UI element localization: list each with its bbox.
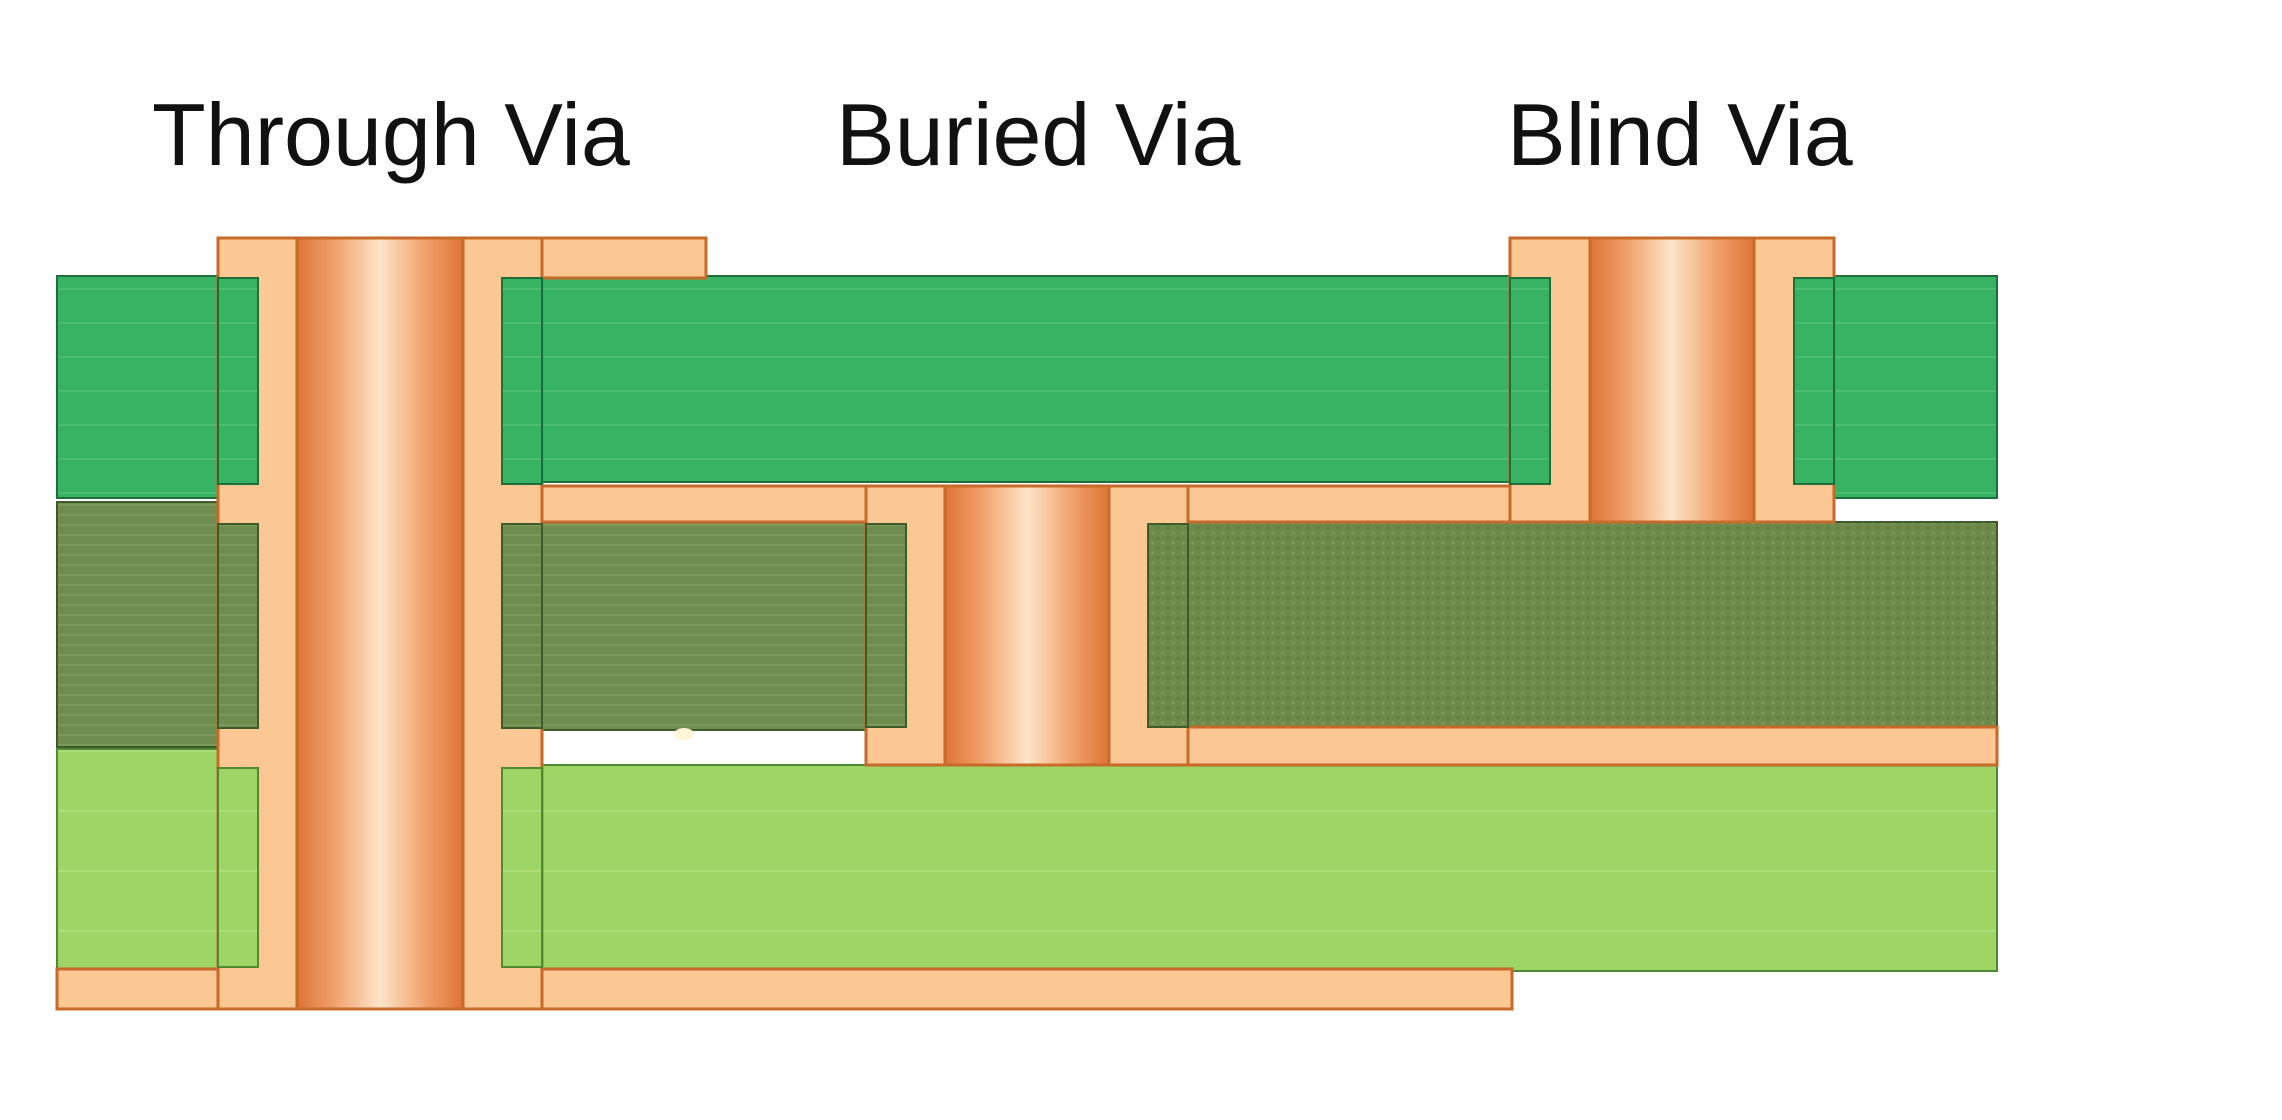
defect-dot [674, 728, 694, 740]
top-dielectric-layer [56, 275, 1998, 499]
through-via [216, 236, 544, 1011]
buried-via [864, 484, 1190, 767]
blind-via [1508, 236, 1836, 524]
buried-via-label: Buried Via [836, 85, 1240, 184]
blind-via-label: Blind Via [1507, 85, 1853, 184]
middle-dielectric-layer [56, 501, 1998, 748]
flange-notches [217, 277, 1835, 968]
through-via-label: Through Via [152, 85, 630, 184]
